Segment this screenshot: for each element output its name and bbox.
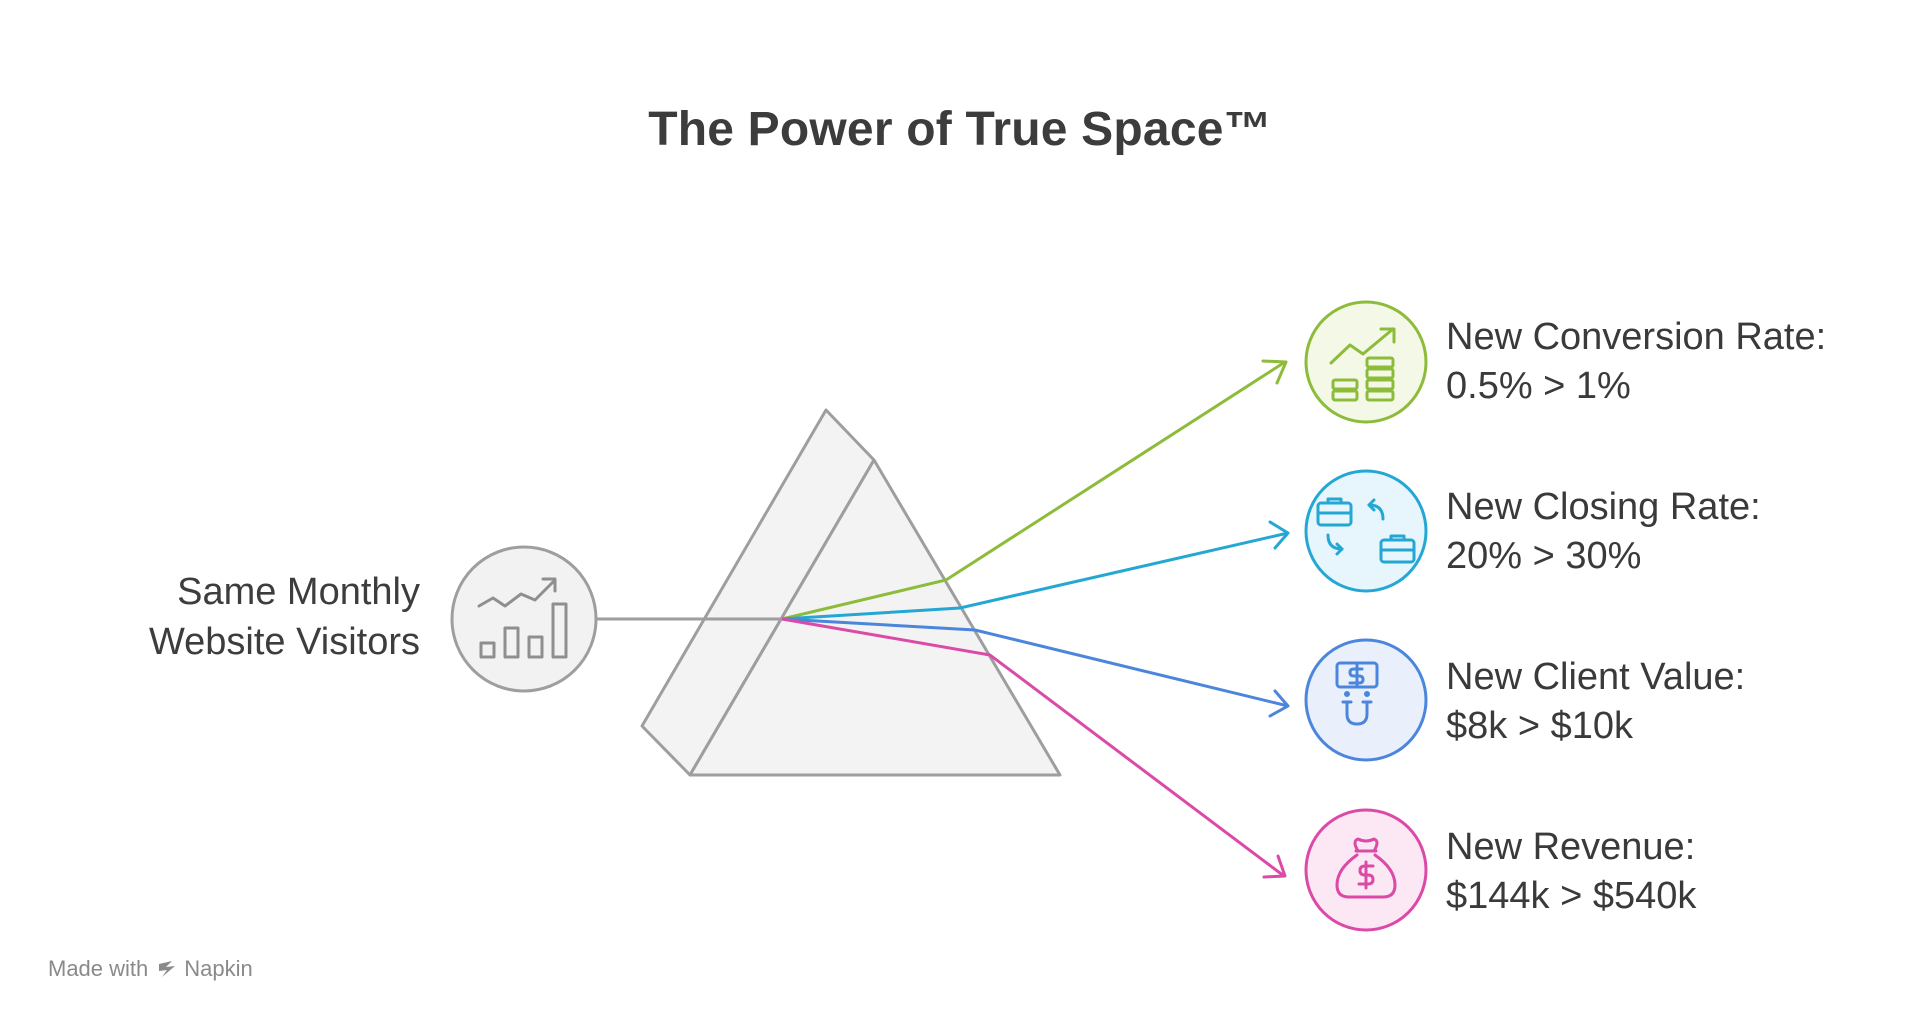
beam-revenue (781, 617, 1285, 878)
input-label-line1: Same Monthly (177, 571, 420, 613)
prism-shape (640, 408, 1062, 777)
output-label-client-value: New Client Value: $8k > $10k (1446, 653, 1745, 751)
money-magnet-icon (1335, 661, 1379, 726)
made-with-text: Made with (48, 956, 149, 981)
beam-closing (781, 531, 1289, 621)
output-label-line2: 20% > 30% (1446, 535, 1642, 577)
made-with-napkin-footer[interactable]: Made with Napkin (48, 956, 253, 982)
diagram-title: The Power of True Space™ (648, 103, 1272, 156)
money-growth-icon (1329, 327, 1396, 402)
money-bag-icon (1335, 837, 1397, 899)
output-label-line1: New Revenue: (1446, 826, 1696, 868)
output-node-revenue (1304, 808, 1428, 932)
output-label-line2: $8k > $10k (1446, 705, 1633, 747)
arrowhead-closing (1268, 520, 1290, 550)
output-label-line1: New Conversion Rate: (1446, 316, 1827, 358)
output-label-line1: New Closing Rate: (1446, 486, 1761, 528)
growth-chart-icon (477, 577, 568, 659)
arrowhead-revenue (1262, 854, 1287, 879)
beam-client-value (781, 617, 1289, 708)
napkin-brand-text: Napkin (184, 956, 253, 981)
arrowhead-conversion (1261, 359, 1288, 385)
output-label-closing: New Closing Rate: 20% > 30% (1446, 483, 1761, 581)
input-node (450, 545, 598, 693)
napkin-logo-icon (159, 961, 176, 977)
output-beams (781, 359, 1290, 879)
briefcase-exchange-icon (1316, 497, 1416, 564)
output-label-line1: New Client Value: (1446, 656, 1746, 698)
output-label-revenue: New Revenue: $144k > $540k (1446, 823, 1696, 921)
input-label: Same Monthly Website Visitors (80, 567, 420, 667)
arrowhead-client-value (1268, 689, 1290, 718)
output-label-line2: 0.5% > 1% (1446, 365, 1631, 407)
output-node-conversion (1304, 300, 1428, 424)
output-node-closing (1304, 469, 1428, 593)
input-label-line2: Website Visitors (148, 621, 420, 663)
output-label-conversion: New Conversion Rate: 0.5% > 1% (1446, 313, 1826, 411)
output-node-client-value (1304, 638, 1428, 762)
output-label-line2: $144k > $540k (1446, 875, 1697, 917)
beam-conversion (781, 360, 1286, 621)
